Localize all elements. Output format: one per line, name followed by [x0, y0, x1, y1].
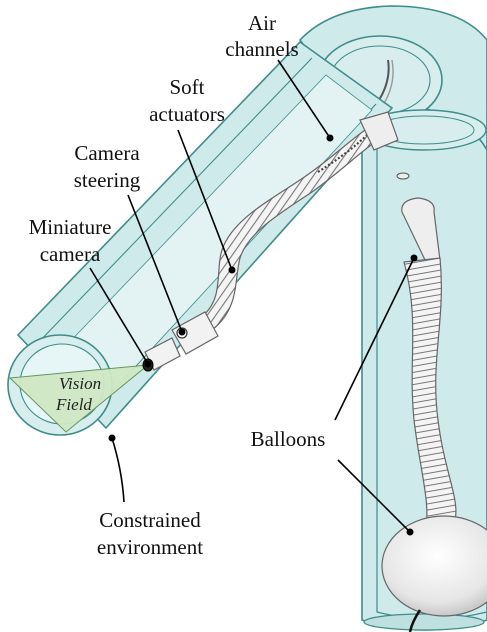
balloons-label: Balloons — [251, 427, 326, 451]
camera-steering-label-line2: steering — [74, 168, 141, 192]
constrained-environment-label-line1: Constrained — [99, 508, 201, 532]
soft-actuators-leader-dot — [229, 267, 236, 274]
soft-actuators-label-line2: actuators — [149, 102, 225, 126]
vision-field-label-line2: Field — [55, 395, 92, 414]
air-channels-label-line1: Air — [248, 11, 276, 35]
constrained-environment-leader-dot — [109, 435, 116, 442]
balloons-leader-lower-dot — [407, 529, 414, 536]
miniature-camera-label-line1: Miniature — [29, 215, 112, 239]
camera-steering-leader-dot — [179, 329, 186, 336]
miniature-camera-label-line2: camera — [40, 242, 101, 266]
air-channels-label-line2: channels — [225, 37, 298, 61]
vision-field-label-line1: Vision — [59, 374, 101, 393]
air-channels-leader-dot — [327, 135, 334, 142]
constrained-environment-label-line2: environment — [97, 535, 203, 559]
soft-actuators-label-line1: Soft — [169, 75, 204, 99]
miniature-camera-leader-dot — [145, 361, 152, 368]
constrained-environment-leader — [112, 438, 124, 502]
camera-steering-label-line1: Camera — [74, 141, 140, 165]
balloons-leader-upper-dot — [411, 255, 418, 262]
